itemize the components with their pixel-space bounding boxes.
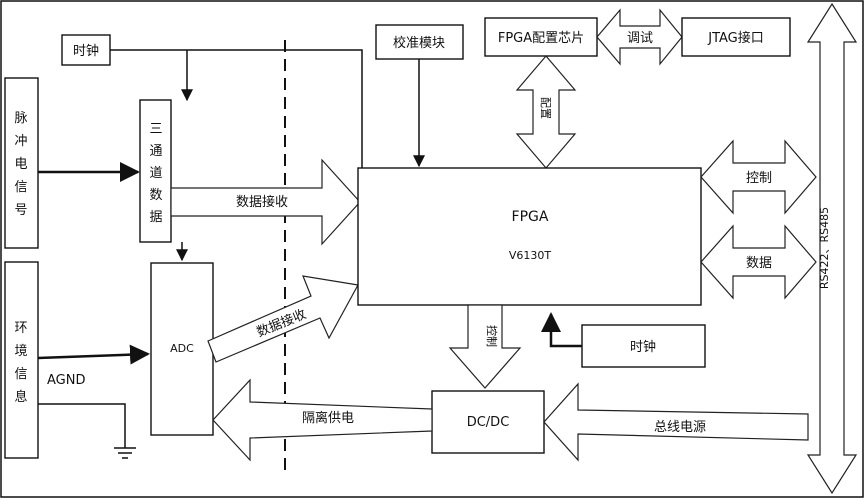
jtag-label: JTAG接口: [707, 30, 764, 46]
data-right-label: 数据: [746, 256, 772, 271]
data-receive-top-arrow: 数据接收: [170, 158, 361, 246]
isolated-power-arrow: 隔离供电: [212, 378, 433, 462]
isolated-power-label: 隔离供电: [302, 410, 354, 426]
pulse-signal-block: 脉冲电信号: [4, 77, 39, 249]
env-info-label: 环境信息: [14, 321, 27, 405]
data-receive-top-label: 数据接收: [236, 194, 288, 210]
bus-power-label: 总线电源: [654, 420, 706, 435]
adc-label: ADC: [170, 342, 194, 355]
data-receive-bottom-arrow: 数据接收: [207, 275, 359, 363]
clock-right-to-fpga-arrow: [541, 312, 582, 348]
fpga-block: FPGA V6130T: [357, 167, 702, 306]
clock-top-wire: [110, 49, 363, 168]
pulse-signal-label: 脉冲电信号: [14, 111, 27, 218]
env-info-block: 环境信息: [4, 261, 39, 459]
rs-bus-double-arrow: RS422、RS485: [806, 2, 858, 495]
jtag-block: JTAG接口: [681, 17, 791, 57]
agnd-wire: [38, 403, 126, 448]
clock-top-block: 时钟: [61, 34, 111, 66]
calibration-block: 校准模块: [375, 24, 464, 60]
control-right-double-arrow: 控制: [700, 139, 817, 215]
debug-label: 调试: [627, 31, 653, 46]
three-channel-block: 三通道数据: [139, 99, 172, 243]
config-double-arrow: 配置: [515, 55, 577, 169]
clock-top-label: 时钟: [73, 43, 99, 59]
dcdc-label: DC/DC: [467, 415, 510, 430]
env-to-adc-arrow: [37, 344, 150, 365]
fpga-config-label: FPGA配置芯片: [498, 31, 584, 46]
clock-right-block: 时钟: [581, 324, 706, 368]
debug-double-arrow: 调试: [596, 8, 683, 66]
control-down-arrow: 控制: [448, 304, 522, 389]
fpga-config-block: FPGA配置芯片: [484, 17, 598, 57]
bus-power-arrow: 总线电源: [543, 382, 809, 462]
fpga-model-label: V6130T: [509, 249, 552, 262]
adc-block: ADC: [150, 262, 214, 436]
calibration-label: 校准模块: [393, 35, 445, 51]
control-down-label: 控制: [485, 325, 499, 347]
clock-right-label: 时钟: [630, 339, 656, 355]
three-channel-label: 三通道数据: [149, 122, 162, 225]
control-right-label: 控制: [746, 171, 772, 186]
agnd-label: AGND: [47, 373, 85, 388]
data-right-double-arrow: 数据: [700, 224, 817, 300]
dcdc-block: DC/DC: [431, 390, 545, 454]
ground-symbol: [114, 447, 136, 459]
config-label: 配置: [539, 97, 552, 119]
fpga-label: FPGA: [512, 209, 549, 225]
rs-bus-label: RS422、RS485: [818, 207, 831, 289]
